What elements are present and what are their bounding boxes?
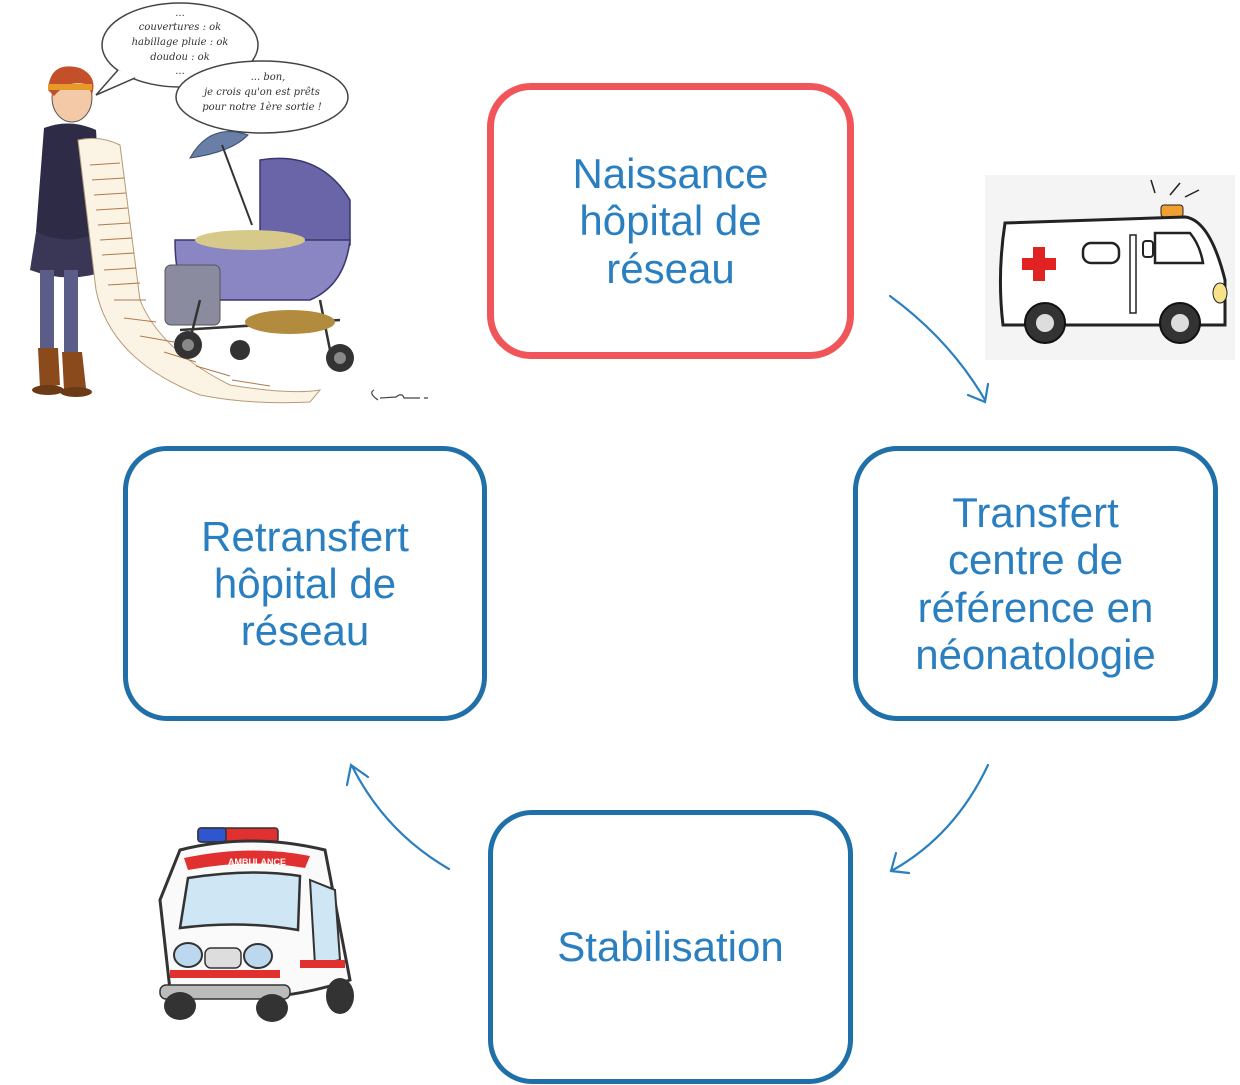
node-stabilisation: Stabilisation — [488, 810, 853, 1084]
speech-line-6: ... bon, — [251, 72, 286, 83]
mother-stroller-illustration: ... couvertures : ok habillage pluie : o… — [30, 2, 428, 404]
speech-line-3: habillage pluie : ok — [132, 37, 229, 48]
speech-line-5: ... — [175, 66, 185, 77]
ambulance-front-illustration: AMBULANCE — [158, 827, 354, 1022]
arrow-naissance-to-transfert — [888, 294, 987, 402]
speech-line-1: ... — [175, 8, 185, 19]
artist-signature — [371, 389, 428, 401]
speech-line-4: doudou : ok — [150, 52, 210, 63]
speech-line-8: pour notre 1ère sortie ! — [202, 102, 322, 113]
arrowhead-stabilisation-to-retransfert — [345, 763, 370, 787]
stroller — [164, 157, 354, 372]
ambulance-side-illustration — [985, 175, 1235, 360]
arrow-stabilisation-to-retransfert — [350, 764, 451, 871]
ambulance-label: AMBULANCE — [228, 857, 286, 867]
arrowhead-naissance-to-transfert — [966, 382, 990, 404]
speech-line-2: couvertures : ok — [139, 22, 222, 33]
arrowhead-transfert-to-stabilisation — [889, 851, 911, 875]
node-stabilisation-label: Stabilisation — [557, 923, 784, 971]
speech-line-7: je crois qu'on est prêts — [202, 87, 320, 98]
umbrella — [189, 131, 253, 226]
red-cross-icon — [1022, 247, 1056, 281]
arrow-transfert-to-stabilisation — [891, 763, 990, 872]
siren-light — [1160, 204, 1184, 218]
